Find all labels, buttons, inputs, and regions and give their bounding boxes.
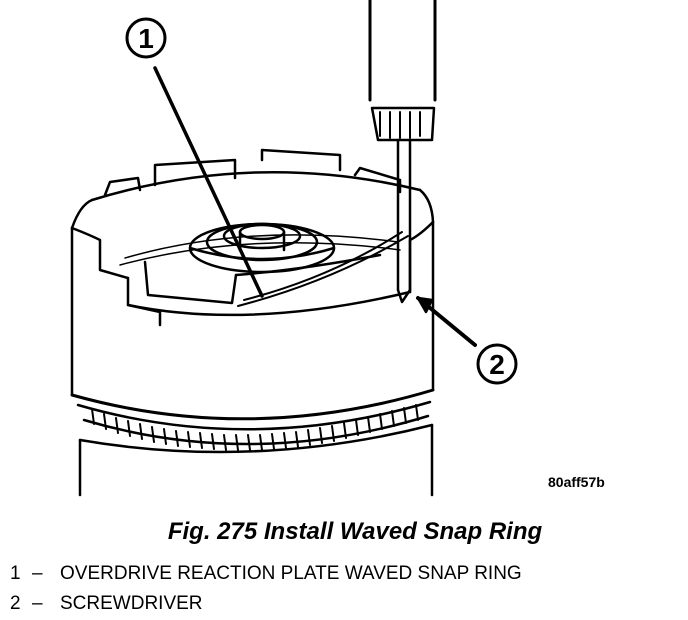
- figure-code: 80aff57b: [548, 474, 605, 490]
- legend-text: OVERDRIVE REACTION PLATE WAVED SNAP RING: [60, 563, 522, 584]
- legend-item: 2–SCREWDRIVER: [10, 593, 203, 615]
- legend-separator: –: [32, 593, 43, 614]
- figure-caption: Fig. 275 Install Waved Snap Ring: [167, 518, 543, 545]
- illustration: 1 2 80aff57b: [70, 0, 605, 497]
- legend-separator: –: [32, 563, 43, 584]
- callout-1-label: 1: [138, 23, 154, 54]
- legend-item: 1–OVERDRIVE REACTION PLATE WAVED SNAP RI…: [10, 563, 522, 585]
- legend-text: SCREWDRIVER: [60, 593, 203, 614]
- callout-2: 2: [476, 343, 518, 385]
- callout-1: 1: [125, 17, 167, 59]
- legend-number: 1: [10, 563, 21, 584]
- callout-2-label: 2: [489, 349, 505, 380]
- transmission-clutch-drum-drawing: 1 2: [70, 0, 518, 497]
- legend-number: 2: [10, 593, 21, 614]
